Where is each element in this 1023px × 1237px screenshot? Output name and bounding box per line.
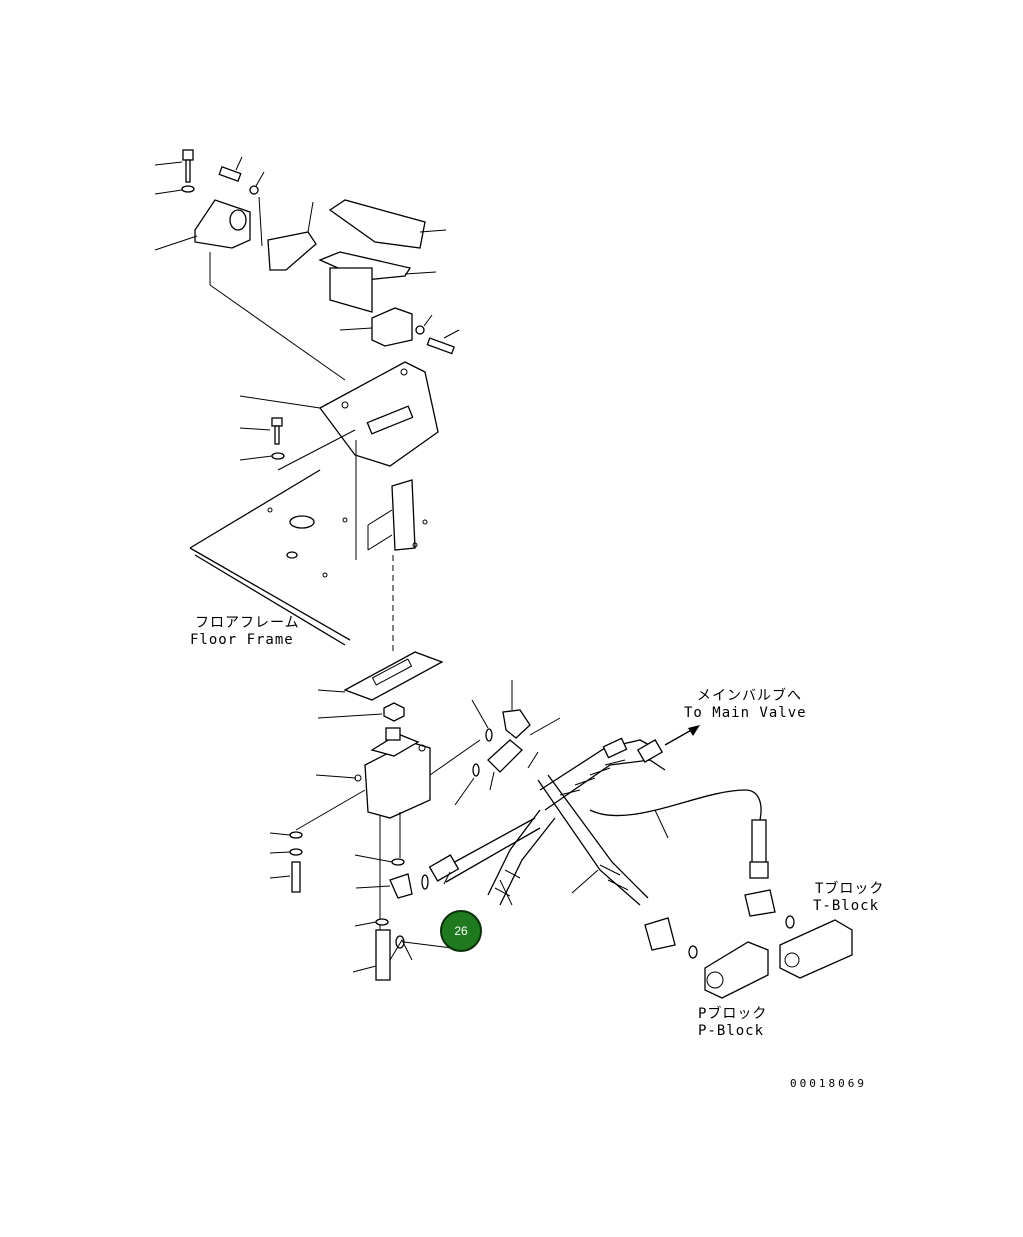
pedal-assembly [154, 149, 460, 381]
washer-icon [271, 452, 285, 460]
drawing-number: 00018069 [790, 1077, 867, 1090]
pedal-valve-assembly [269, 651, 481, 981]
bolt-icon [182, 149, 194, 183]
washer-icon [415, 325, 425, 335]
bolt-icon [271, 417, 283, 427]
t-block [779, 919, 853, 979]
t-block-label-en: T-Block [813, 898, 880, 914]
straight-fitting [487, 739, 523, 773]
straight-fitting [644, 917, 676, 951]
adapter-fitting [375, 929, 391, 981]
hose-assembly [428, 680, 853, 999]
p-block-label-en: P-Block [698, 1023, 765, 1039]
callout-badge-26[interactable]: 26 [440, 910, 482, 952]
bolt-icon [426, 337, 456, 355]
washer-icon [181, 185, 195, 193]
nut-icon [383, 702, 405, 722]
pedal-upper [328, 199, 426, 249]
washer-icon [289, 848, 303, 856]
bolt-icon [218, 165, 242, 183]
bolt-icon [291, 861, 301, 893]
pedal-plate [329, 267, 373, 313]
main-valve-label-en: To Main Valve [684, 705, 807, 721]
washer-icon [289, 831, 303, 839]
floor-frame [189, 469, 428, 655]
washer-icon [249, 185, 259, 195]
elbow-fitting [502, 709, 531, 739]
lever-link [267, 231, 317, 271]
mounting-plate [239, 361, 439, 560]
main-valve-label-jp: メインバルブへ [697, 688, 802, 704]
floor-frame-label-en: Floor Frame [190, 632, 294, 648]
floor-frame-label-jp: フロアフレーム [195, 615, 300, 631]
callout-number: 26 [454, 924, 468, 938]
p-block [704, 941, 769, 999]
p-block-label-jp: Pブロック [698, 1006, 768, 1022]
tee-fitting [744, 889, 776, 917]
t-block-label-jp: Tブロック [815, 881, 885, 897]
stopper-block [371, 307, 413, 347]
elbow-fitting [389, 873, 413, 899]
